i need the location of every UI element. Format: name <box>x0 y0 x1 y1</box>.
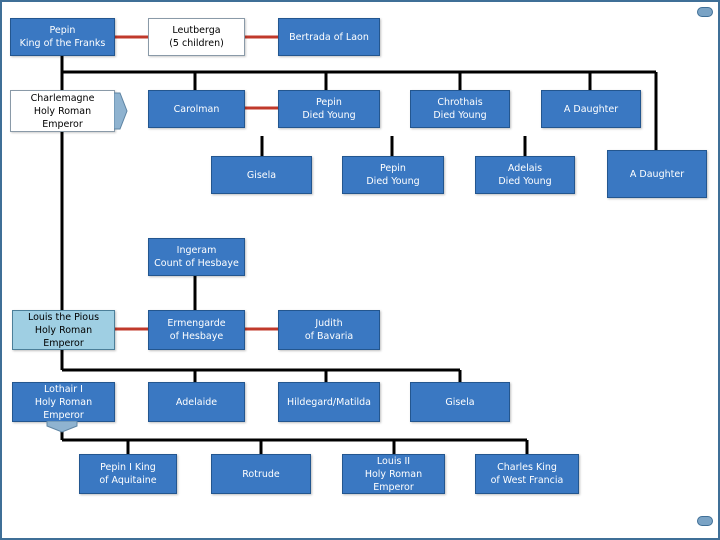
node-charlemagne: Charlemagne Holy Roman Emperor <box>10 90 115 132</box>
node-rotrude: Rotrude <box>211 454 311 494</box>
node-hildegard-matilda: Hildegard/Matilda <box>278 382 380 422</box>
node-louis-ii: Louis II Holy Roman Emperor <box>342 454 445 494</box>
expand-arrow-icon[interactable] <box>114 91 128 131</box>
node-adelaide: Adelaide <box>148 382 245 422</box>
node-pepin-i-king-of-aquitaine: Pepin I King of Aquitaine <box>79 454 177 494</box>
node-bertrada-of-laon: Bertrada of Laon <box>278 18 380 56</box>
node-chrothais: Chrothais Died Young <box>410 90 510 128</box>
node-pepin-died-young-1: Pepin Died Young <box>278 90 380 128</box>
nav-previous-button[interactable] <box>697 7 713 17</box>
node-lothair: Lothair I Holy Roman Emperor <box>12 382 115 422</box>
node-pepin-king-of-the-franks: Pepin King of the Franks <box>10 18 115 56</box>
node-charles-king-of-west-francia: Charles King of West Francia <box>475 454 579 494</box>
node-carolman: Carolman <box>148 90 245 128</box>
expand-down-arrow-icon[interactable] <box>45 421 79 433</box>
nav-next-button[interactable] <box>697 516 713 526</box>
node-louis-the-pious: Louis the Pious Holy Roman Emperor <box>12 310 115 350</box>
node-leutberga: Leutberga (5 children) <box>148 18 245 56</box>
node-gisela-1: Gisela <box>211 156 312 194</box>
node-a-daughter-1: A Daughter <box>541 90 641 128</box>
node-adelais: Adelais Died Young <box>475 156 575 194</box>
node-ingeram: Ingeram Count of Hesbaye <box>148 238 245 276</box>
node-pepin-died-young-2: Pepin Died Young <box>342 156 444 194</box>
node-ermengarde: Ermengarde of Hesbaye <box>148 310 245 350</box>
node-gisela-2: Gisela <box>410 382 510 422</box>
node-a-daughter-2: A Daughter <box>607 150 707 198</box>
node-judith: Judith of Bavaria <box>278 310 380 350</box>
